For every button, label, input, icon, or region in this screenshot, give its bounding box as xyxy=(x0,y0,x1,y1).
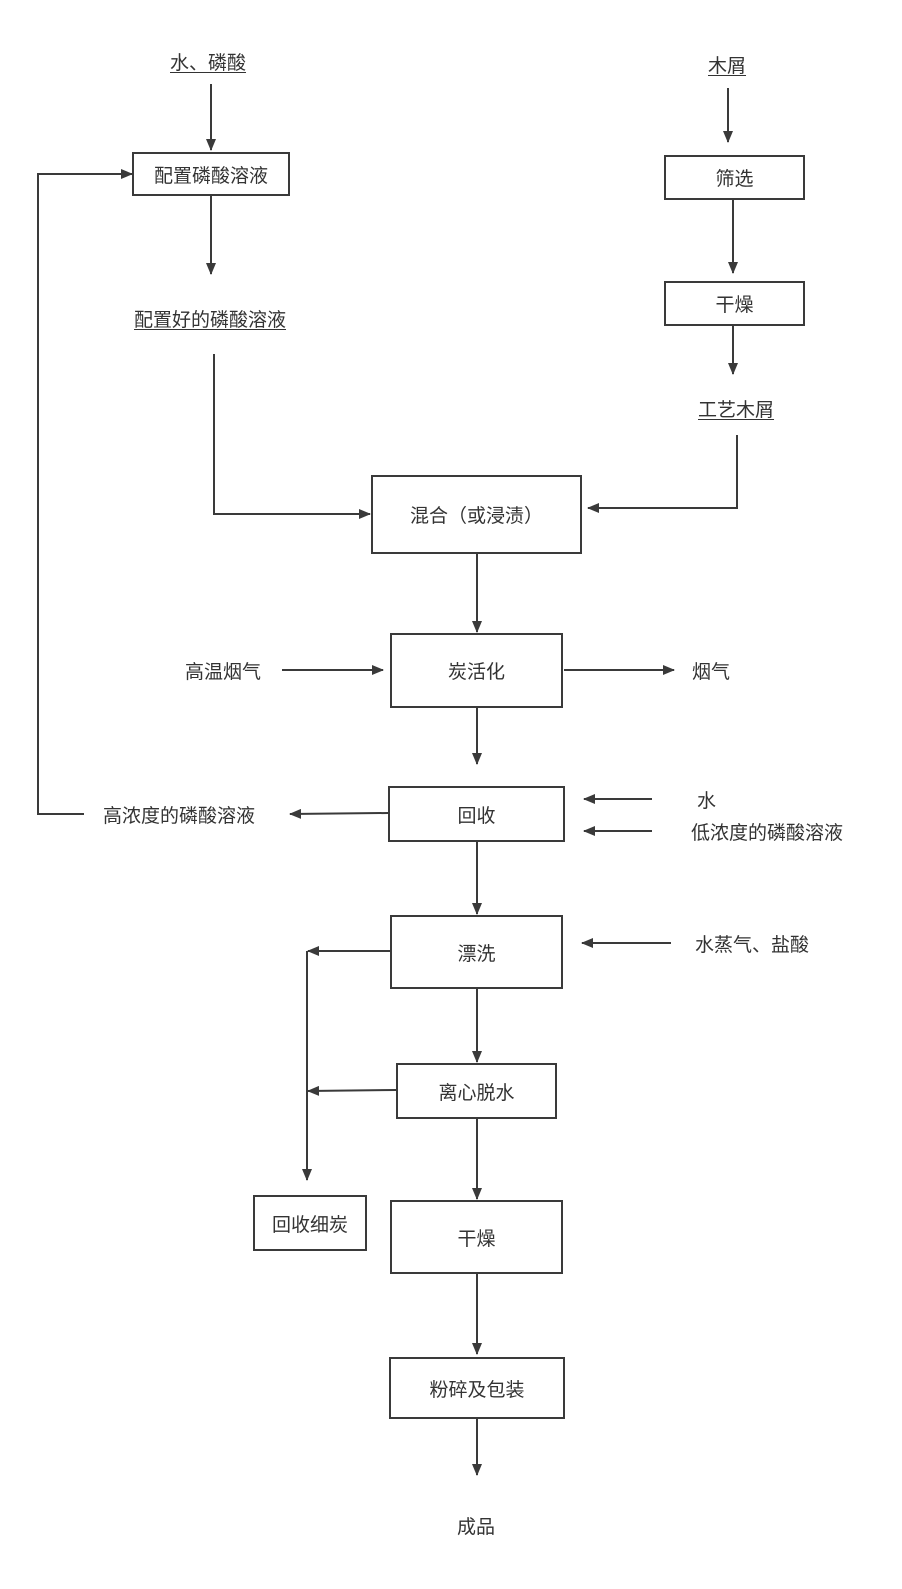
label-hot-flue-gas: 高温烟气 xyxy=(185,661,262,683)
box-centrifugal-dewatering: 离心脱水 xyxy=(396,1063,557,1119)
arrow-highconc-to-prepare xyxy=(37,169,133,815)
arrow-solution-to-mixing xyxy=(213,354,371,519)
box-rinsing: 漂洗 xyxy=(390,915,563,989)
label-prepared-solution: 配置好的磷酸溶液 xyxy=(134,309,287,331)
label-steam-hcl: 水蒸气、盐酸 xyxy=(695,934,810,956)
box-crushing-packaging: 粉碎及包装 xyxy=(389,1357,565,1419)
box-mixing: 混合（或浸渍） xyxy=(371,475,582,554)
label-sawdust: 木屑 xyxy=(708,55,747,77)
label-water-phosphoric: 水、磷酸 xyxy=(170,52,247,74)
box-carbon-activation: 炭活化 xyxy=(390,633,563,708)
arrow-dewatering-to-left xyxy=(307,1085,397,1096)
label-product: 成品 xyxy=(457,1516,496,1538)
arrow-process-sawdust-to-mixing xyxy=(587,435,738,513)
box-prepare-solution: 配置磷酸溶液 xyxy=(132,152,290,196)
box-recovery: 回收 xyxy=(388,786,565,842)
label-process-sawdust: 工艺木屑 xyxy=(698,399,775,421)
label-high-conc-solution: 高浓度的磷酸溶液 xyxy=(103,805,256,827)
box-drying-top: 干燥 xyxy=(664,281,805,326)
box-screening: 筛选 xyxy=(664,155,805,200)
label-water: 水 xyxy=(697,790,717,812)
label-flue-gas: 烟气 xyxy=(692,661,731,683)
box-drying-bottom: 干燥 xyxy=(390,1200,563,1274)
label-low-conc-solution: 低浓度的磷酸溶液 xyxy=(691,822,844,844)
box-recover-fine-carbon: 回收细炭 xyxy=(253,1195,367,1251)
arrow-recovery-to-highconc xyxy=(289,808,389,819)
